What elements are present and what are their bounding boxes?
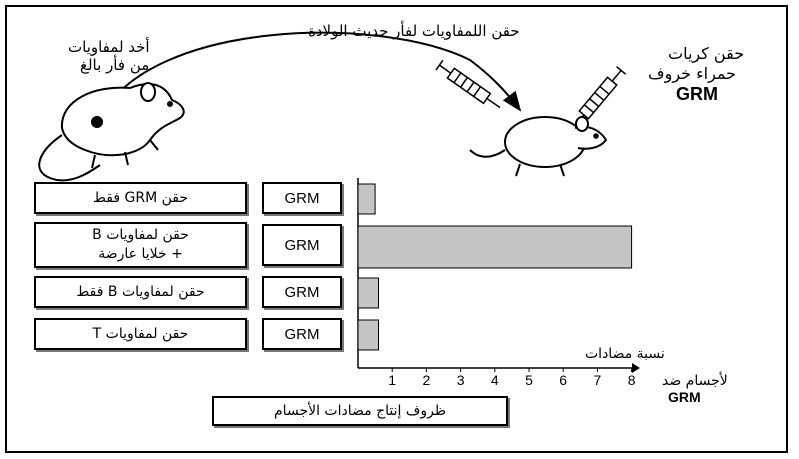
syringe-1-icon [435, 59, 501, 109]
condition-3-text: حقن لمفاويات B فقط [76, 284, 205, 300]
x-tick-label-1: 1 [388, 372, 397, 388]
bar-3 [357, 277, 380, 309]
take-lymphocytes-line2: من فأر بالغ [80, 56, 150, 74]
x-tick-label-4: 4 [490, 372, 499, 388]
antigen-1-text: GRM [284, 189, 320, 207]
x-tick-label-3: 3 [456, 372, 465, 388]
take-lymphocytes-line1: أخد لمفاويات [68, 38, 150, 56]
antigen-3-text: GRM [284, 283, 320, 301]
inject-rbc-line2: حمراء خروف [648, 64, 737, 83]
condition-box-2: حقن لمفاويات B + خلايا عارضة [34, 222, 247, 268]
x-tick-label-7: 7 [593, 372, 602, 388]
bar-1 [357, 183, 376, 215]
x-tick-label-5: 5 [525, 372, 533, 388]
caption-text: ظروف إنتاج مضادات الأجسام [274, 403, 446, 419]
antigen-box-2: GRM [262, 224, 342, 266]
antigen-4-text: GRM [284, 325, 320, 343]
antigen-box-3: GRM [262, 276, 342, 308]
x-axis-arrowhead [632, 363, 640, 373]
antigen-box-4: GRM [262, 318, 342, 350]
condition-1-text: حقن GRM فقط [93, 190, 189, 206]
antigen-2-text: GRM [284, 236, 320, 254]
condition-4-text: حقن لمفاويات T [92, 326, 189, 342]
x-tick-label-6: 6 [559, 372, 568, 388]
inject-lymphocytes-label: حقن اللمفاويات لفأر حديث الولادة [308, 22, 520, 40]
condition-box-4: حقن لمفاويات T [34, 318, 247, 350]
adult-mouse-icon [38, 82, 185, 182]
x-tick-label-2: 2 [422, 372, 431, 388]
x-axis-label-line3: GRM [668, 389, 701, 405]
syringe-2-icon [566, 65, 627, 136]
figure-frame [5, 5, 788, 453]
bar-2 [357, 225, 633, 269]
inject-rbc-line1: حقن كريات [668, 44, 745, 63]
x-axis-label-line2: لأجسام ضد [662, 373, 728, 389]
condition-box-1: حقن GRM فقط [34, 182, 247, 214]
newborn-mouse-icon [469, 116, 608, 177]
transfer-arrow [99, 31, 522, 119]
antigen-box-1: GRM [262, 182, 342, 214]
x-axis-label-line1: نسبة مضادات [585, 346, 665, 362]
condition-2-line2: + خلايا عارضة [98, 246, 183, 262]
inject-rbc-line3: GRM [676, 84, 718, 104]
bar-4 [357, 319, 380, 351]
x-tick-label-8: 8 [627, 372, 636, 388]
caption-box: ظروف إنتاج مضادات الأجسام [212, 396, 508, 426]
condition-box-3: حقن لمفاويات B فقط [34, 276, 247, 308]
condition-2-line1: حقن لمفاويات B [92, 227, 189, 243]
